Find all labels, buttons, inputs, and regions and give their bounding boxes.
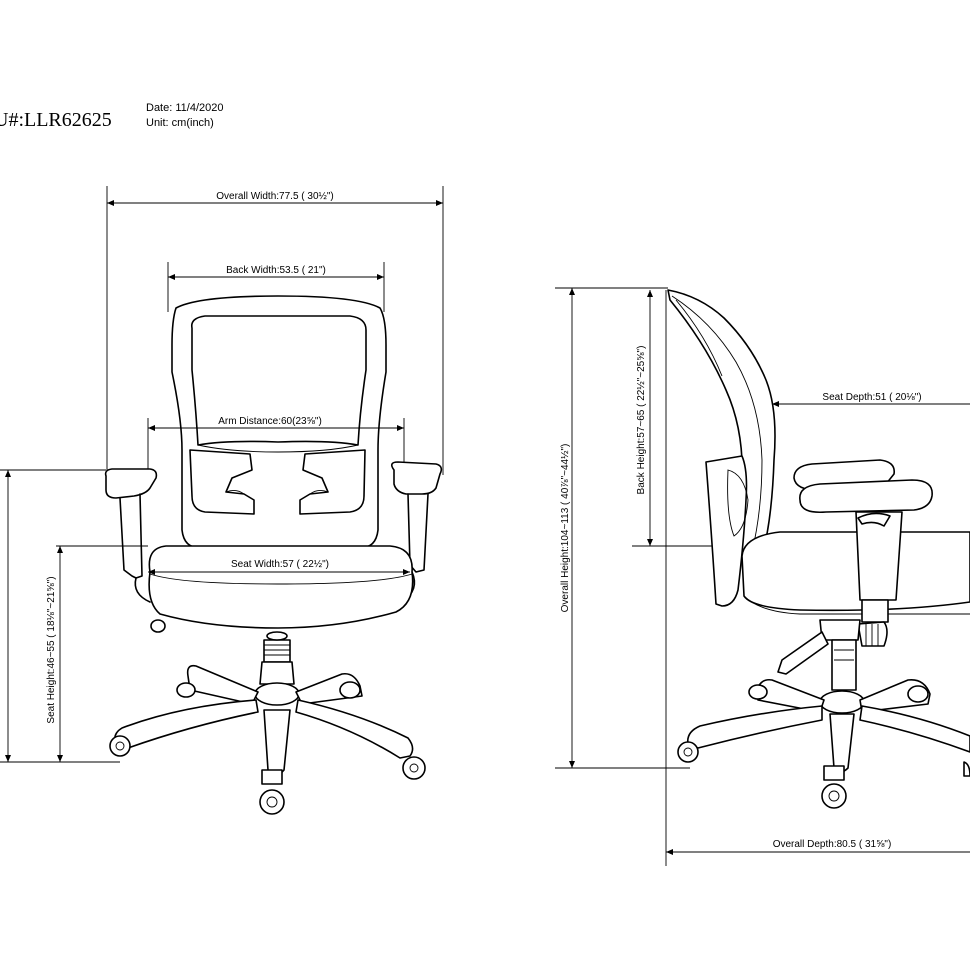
unit-label: Unit: cm(inch) bbox=[146, 117, 214, 129]
front-casters bbox=[109, 681, 426, 815]
side-view: Overall Height:104~113 ( 40⅞"~44½") Back… bbox=[555, 287, 970, 866]
back-width-dimension: Back Width:53.5 ( 21") bbox=[167, 262, 385, 312]
seat-depth-label: Seat Depth:51 ( 20⅛") bbox=[822, 392, 921, 403]
date-label: Date: 11/4/2020 bbox=[146, 102, 223, 114]
seat-width-dimension: Seat Width:57 ( 22½") bbox=[148, 559, 410, 575]
back-width-label: Back Width:53.5 ( 21") bbox=[226, 265, 326, 276]
side-casters bbox=[677, 684, 970, 809]
seat-height-label: Seat Height:46~55 ( 18⅛"~21⅝") bbox=[46, 576, 57, 723]
sku-label: U#:LLR62625 bbox=[0, 109, 112, 131]
front-view: Overall Width:77.5 ( 30½") Back Width:53… bbox=[0, 186, 444, 815]
back-height-label: Back Height:57~65 ( 22½"~25⅝") bbox=[636, 346, 647, 495]
seat-depth-dimension: Seat Depth:51 ( 20⅛") bbox=[772, 392, 970, 407]
arm-distance-dimension: Arm Distance:60(23⅝") bbox=[147, 416, 405, 470]
arm-distance-label: Arm Distance:60(23⅝") bbox=[218, 416, 322, 427]
front-overall-height-fragment bbox=[0, 469, 106, 763]
overall-width-dimension: Overall Width:77.5 ( 30½") bbox=[106, 186, 444, 475]
overall-height-dimension: Overall Height:104~113 ( 40⅞"~44½") bbox=[555, 287, 690, 769]
seat-height-dimension: Seat Height:46~55 ( 18⅛"~21⅝") bbox=[46, 545, 148, 763]
overall-width-label: Overall Width:77.5 ( 30½") bbox=[216, 191, 334, 202]
overall-depth-label: Overall Depth:80.5 ( 31⅝") bbox=[773, 839, 892, 850]
overall-depth-dimension: Overall Depth:80.5 ( 31⅝") bbox=[665, 290, 970, 866]
seat-width-label: Seat Width:57 ( 22½") bbox=[231, 559, 329, 570]
overall-height-label: Overall Height:104~113 ( 40⅞"~44½") bbox=[560, 444, 571, 613]
